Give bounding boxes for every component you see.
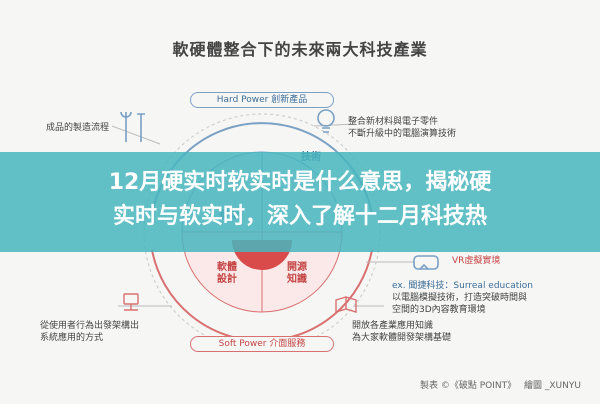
vr-headset-icon xyxy=(413,255,439,270)
center-open-knowledge: 開源 知識 xyxy=(287,262,307,285)
connector-left-top xyxy=(111,125,161,145)
right-item-vr-hint: VR虛擬實境 xyxy=(452,256,501,266)
diagram-title: 軟硬體整合下的未來兩大科技產業 xyxy=(172,40,428,59)
center-software-design: 軟體 設計 xyxy=(217,262,237,285)
soft-power-pill: Soft Power 介面服務 xyxy=(190,336,334,352)
left-item-user-behavior: 從使用者行為出發架構出 系統應用的方式 xyxy=(40,321,140,343)
hard-power-pill: Hard Power 創新產品 xyxy=(190,92,334,108)
right-item-open-knowledge: 開放各產業應用知識 為大家軟體開發架構基礎 xyxy=(352,321,452,343)
credit-made-by: 製表 ©《破點 POINT》 xyxy=(420,381,517,391)
hard-power-label: Hard Power 創新產品 xyxy=(216,95,308,105)
lightbulb-icon xyxy=(317,109,335,133)
workflow-icon xyxy=(123,293,139,311)
tools-icon xyxy=(120,111,145,142)
book-icon xyxy=(335,296,357,313)
headline-text: 12月硬实时软实时是什么意思，揭秘硬 实时与软实时，深入了解十二月科技热 xyxy=(108,170,492,229)
right-item-materials: 整合新材料與電子零件 不斷升級中的電腦演算技術 xyxy=(348,117,457,139)
headline-banner xyxy=(0,152,600,252)
right-item-example-title: ex. 聞捷科技：Surreal education xyxy=(392,281,533,291)
credit-drawn-by: 繪圖 _XUNYU xyxy=(524,381,581,391)
soft-power-label: Soft Power 介面服務 xyxy=(218,339,306,349)
connector-right-top xyxy=(313,123,357,127)
left-item-manufacturing: 成品的製造流程 xyxy=(46,123,110,133)
right-item-example-desc: 以電腦模擬技術，打造突破時間與 空間的3D內容教育環境 xyxy=(392,293,528,315)
